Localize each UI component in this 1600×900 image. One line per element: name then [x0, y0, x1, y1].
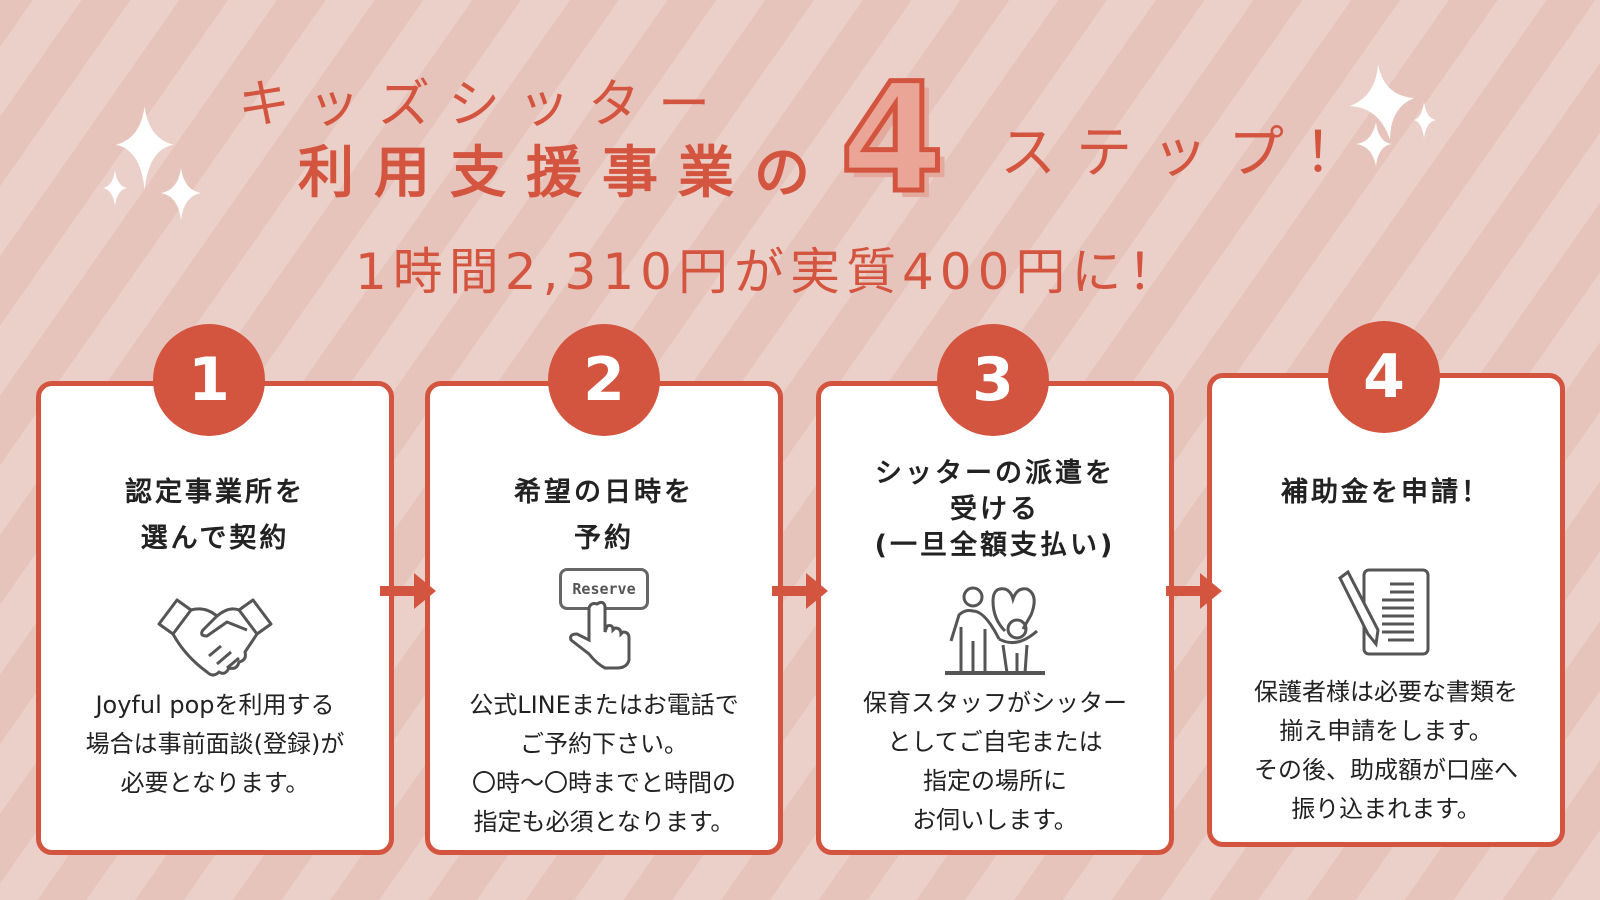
step-heading: 補助金を申請！: [1212, 474, 1560, 512]
arrow-right-icon: [1166, 573, 1222, 609]
parent-child-heart-icon: [945, 586, 1045, 675]
sparkle-icon: [1350, 64, 1436, 166]
step-description: 保育スタッフがシッター としてご自宅または 指定の場所に お伺いします。: [863, 689, 1127, 834]
heading-line: シッターの派遣を: [875, 458, 1115, 489]
step-card-1: 認定事業所を選んで契約 Joyful popを利用する 場合は事前面談(登録)が…: [36, 381, 394, 855]
sparkle-icon: [103, 106, 201, 220]
title-line1: キッズシッター: [238, 75, 729, 135]
step-card-2: 希望の日時を予約 Reserve 公式LINEまたはお電話で ご予約下さい。 〇…: [425, 381, 783, 855]
step-heading: 希望の日時を予約: [430, 474, 778, 558]
arrow-right-icon: [380, 573, 436, 609]
handshake-icon: [157, 598, 273, 677]
step-number-badge: 1: [153, 324, 265, 436]
step-description: Joyful popを利用する 場合は事前面談(登録)が 必要となります。: [85, 691, 345, 797]
reserve-button-icon: Reserve: [559, 568, 649, 673]
step-card-3: シッターの派遣を受ける (一旦全額支払い) 保育スタッフがシッター としてご自宅ま…: [816, 381, 1174, 855]
title-number: 4: [837, 50, 946, 229]
heading-line: 補助金を申請！: [1281, 477, 1491, 508]
step-number-badge: 4: [1328, 321, 1440, 433]
title-line3: ステップ！: [1000, 121, 1380, 186]
step-card-4: 補助金を申請！ 保護者様は必要な書類を 揃え申請をします。 その後、助成額が口座…: [1207, 373, 1565, 847]
step-heading: シッターの派遣を受ける (一旦全額支払い): [821, 456, 1169, 564]
arrow-right-icon: [772, 573, 828, 609]
heading-line: 予約: [574, 523, 634, 554]
heading-line: 認定事業所を: [125, 477, 305, 508]
heading-line: 選んで契約: [140, 523, 290, 554]
heading-line: 受ける: [950, 494, 1040, 525]
step-number-badge: 3: [937, 324, 1049, 436]
step-heading: 認定事業所を選んで契約: [41, 474, 389, 558]
step-number-badge: 2: [548, 324, 660, 436]
step-description: 公式LINEまたはお電話で ご予約下さい。 〇時～〇時までと時間の 指定も必須と…: [469, 691, 739, 836]
heading-line: 希望の日時を: [514, 477, 694, 508]
step-description: 保護者様は必要な書類を 揃え申請をします。 その後、助成額が口座へ 振り込まれま…: [1254, 678, 1518, 823]
document-pencil-icon: [1338, 568, 1430, 656]
subtitle: 1時間2,310円が実質400円に！: [355, 243, 1184, 301]
title-line2: 利用支援事業の: [298, 141, 830, 206]
heading-line: (一旦全額支払い): [874, 530, 1116, 561]
